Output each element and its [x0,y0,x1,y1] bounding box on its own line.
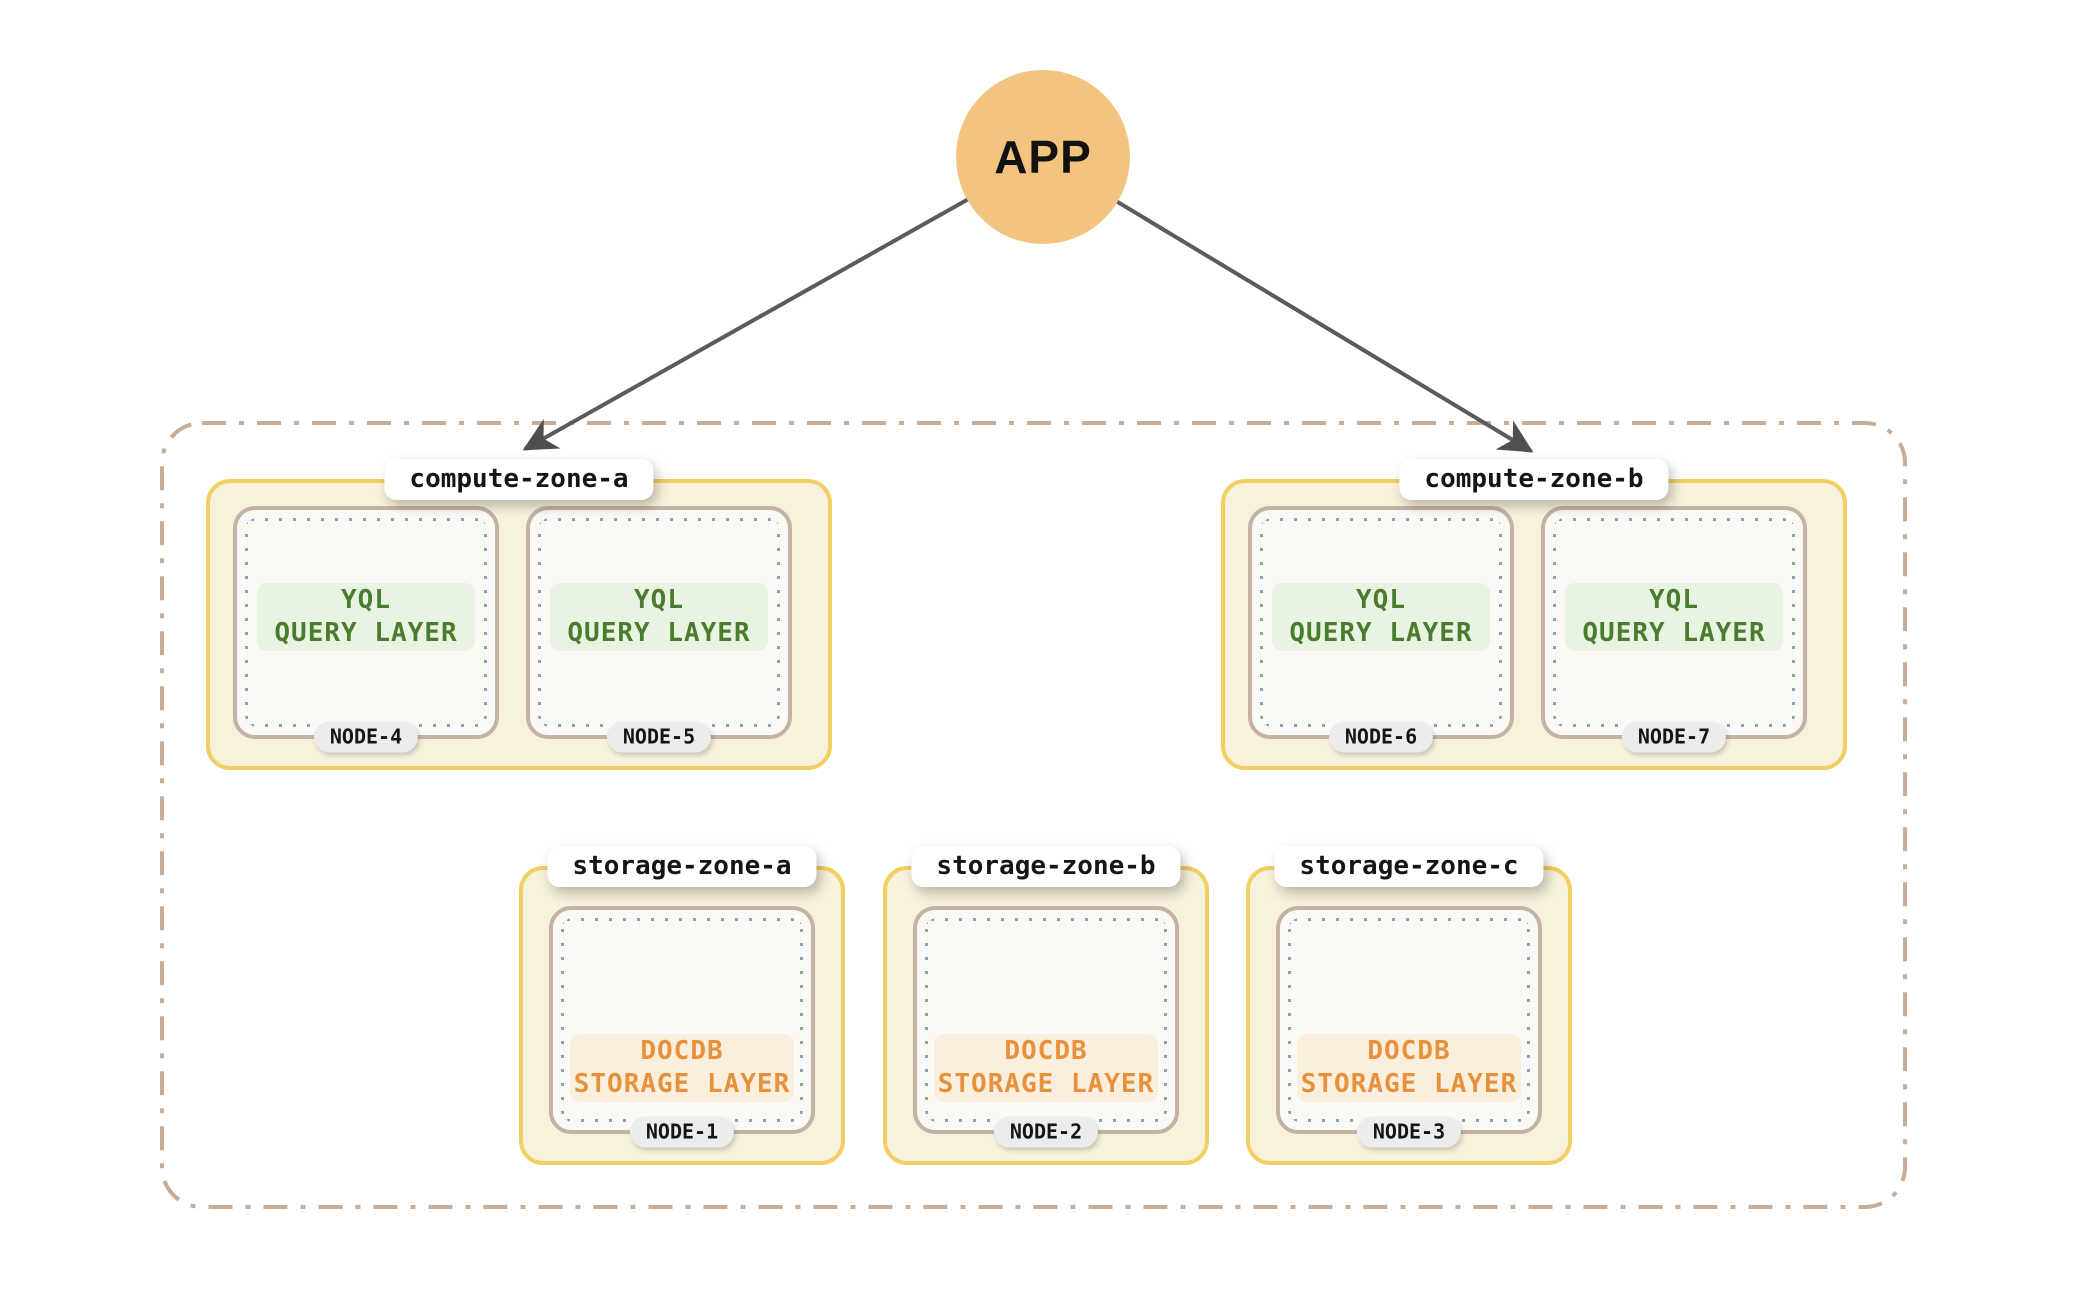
node-box-node-2: DOCDB STORAGE LAYER NODE-2 [913,906,1179,1148]
zone-label: compute-zone-b [1399,459,1669,500]
zone-label: storage-zone-a [547,846,817,887]
app-to-compute-zone-b-arrow [1041,155,1534,453]
yql-query-layer-badge: YQL QUERY LAYER [257,583,475,651]
yql-query-layer-badge: YQL QUERY LAYER [550,583,768,651]
storage-zone-b: storage-zone-b DOCDB STORAGE LAYER NODE-… [883,846,1209,1165]
layer-line1: YQL [1649,585,1699,615]
node-box-node-7: YQL QUERY LAYER NODE-7 [1541,506,1807,753]
layer-line2: QUERY LAYER [274,618,458,648]
node-label: NODE-4 [313,721,419,753]
storage-zone-a: storage-zone-a DOCDB STORAGE LAYER NODE-… [519,846,845,1165]
layer-line1: YQL [634,585,684,615]
docdb-storage-layer-badge: DOCDB STORAGE LAYER [934,1034,1158,1102]
layer-line2: STORAGE LAYER [937,1069,1155,1099]
layer-line2: STORAGE LAYER [1300,1069,1518,1099]
node-box-node-4: YQL QUERY LAYER NODE-4 [233,506,499,753]
docdb-storage-layer-badge: DOCDB STORAGE LAYER [1297,1034,1521,1102]
zone-label: storage-zone-b [911,846,1181,887]
node-box-node-6: YQL QUERY LAYER NODE-6 [1248,506,1514,753]
layer-line1: DOCDB [1367,1036,1451,1066]
layer-line2: QUERY LAYER [1582,618,1766,648]
app-to-compute-zone-a-arrow [522,155,1044,451]
node-label: NODE-3 [1356,1116,1462,1148]
zone-label: compute-zone-a [384,459,654,500]
layer-line1: YQL [1356,585,1406,615]
app-label: APP [994,131,1092,183]
node-box-node-3: DOCDB STORAGE LAYER NODE-3 [1276,906,1542,1148]
layer-line2: QUERY LAYER [1289,618,1473,648]
cluster-dashed-boundary [160,421,1907,1209]
node-label: NODE-7 [1621,721,1727,753]
node-label: NODE-6 [1328,721,1434,753]
compute-zone-b: compute-zone-b YQL QUERY LAYER NODE-6 YQ… [1221,459,1847,770]
layer-line1: YQL [341,585,391,615]
app-circle: APP [956,70,1130,244]
layer-line2: QUERY LAYER [567,618,751,648]
node-box-node-1: DOCDB STORAGE LAYER NODE-1 [549,906,815,1148]
node-box-node-5: YQL QUERY LAYER NODE-5 [526,506,792,753]
docdb-storage-layer-badge: DOCDB STORAGE LAYER [570,1034,794,1102]
yql-query-layer-badge: YQL QUERY LAYER [1565,583,1783,651]
yql-query-layer-badge: YQL QUERY LAYER [1272,583,1490,651]
zone-label: storage-zone-c [1274,846,1544,887]
layer-line1: DOCDB [1004,1036,1088,1066]
compute-zone-a: compute-zone-a YQL QUERY LAYER NODE-4 YQ… [206,459,832,770]
layer-line2: STORAGE LAYER [573,1069,791,1099]
node-label: NODE-5 [606,721,712,753]
node-label: NODE-2 [993,1116,1099,1148]
storage-zone-c: storage-zone-c DOCDB STORAGE LAYER NODE-… [1246,846,1572,1165]
layer-line1: DOCDB [640,1036,724,1066]
node-label: NODE-1 [629,1116,735,1148]
